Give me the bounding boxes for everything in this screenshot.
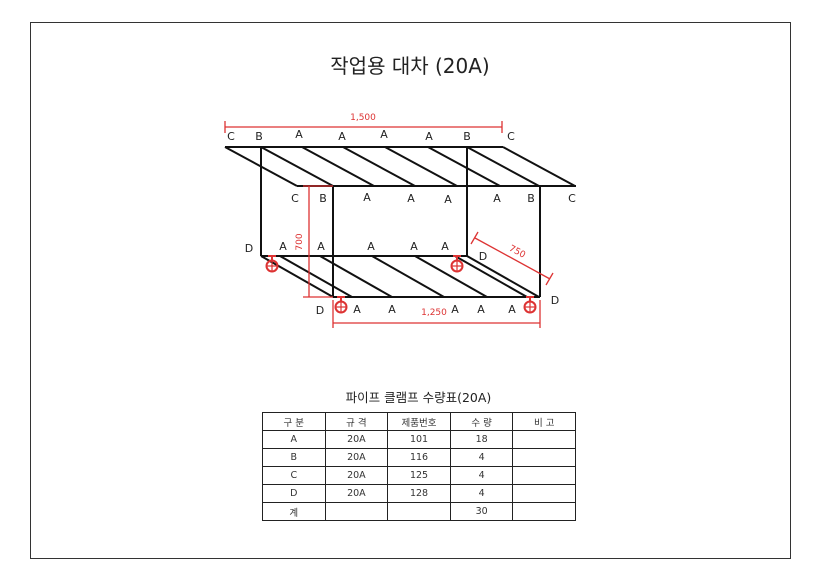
table-cell (324, 502, 389, 521)
cross-pipe (466, 146, 540, 187)
table-row: 계 30 (262, 502, 576, 521)
dim-tick (470, 231, 479, 245)
cross-pipe (384, 146, 458, 187)
header-cell: 수 량 (449, 412, 514, 431)
clamp-label: C (227, 130, 235, 143)
clamp-label: A (493, 192, 501, 205)
header-cell: 비 고 (512, 412, 576, 431)
drawing-frame (30, 22, 791, 559)
table-cell: 20A (324, 448, 389, 467)
header-cell: 구 분 (262, 412, 326, 431)
caster-icon (450, 255, 464, 273)
table-cell (512, 466, 576, 485)
clamp-label: D (479, 250, 487, 263)
cross-pipe (414, 255, 488, 298)
clamp-label: A (367, 240, 375, 253)
clamp-label: A (451, 303, 459, 316)
table-cell: A (262, 430, 326, 449)
table-cell: 계 (262, 502, 326, 521)
dim-depth: 750 (507, 244, 527, 261)
caster-icon (265, 255, 279, 273)
table-cell: 4 (449, 466, 514, 485)
clamp-label: A (317, 240, 325, 253)
clamp-label: A (363, 191, 371, 204)
clamp-label: B (319, 192, 327, 205)
cross-pipe (224, 146, 298, 187)
clamp-label: D (245, 242, 253, 255)
clamp-label: A (425, 130, 433, 143)
dim-tick (545, 272, 554, 286)
table-cell: 101 (387, 430, 451, 449)
clamp-label: A (279, 240, 287, 253)
table-cell: 20A (324, 430, 389, 449)
clamp-label: A (407, 192, 415, 205)
table-cell: D (262, 484, 326, 503)
clamp-label: D (316, 304, 324, 317)
clamp-label: A (353, 303, 361, 316)
pipe-frame (224, 146, 576, 298)
clamp-label: A (338, 130, 346, 143)
cross-pipe (502, 146, 576, 187)
clamp-label: A (444, 193, 452, 206)
clamp-label: A (441, 240, 449, 253)
clamp-label: A (388, 303, 396, 316)
caster-icon (334, 296, 348, 314)
dim-length: 1,500 (350, 113, 376, 123)
table-cell: 30 (449, 502, 514, 521)
clamp-label: C (568, 192, 576, 205)
dim-height: 700 (295, 233, 305, 250)
cross-pipe (279, 255, 353, 298)
clamp-label: A (508, 303, 516, 316)
cross-pipe (342, 146, 416, 187)
table-cell (387, 502, 451, 521)
cross-pipe (371, 255, 445, 298)
clamp-label: A (295, 128, 303, 141)
dim-bottom-length: 1,250 (421, 308, 447, 318)
table-cell: 4 (449, 448, 514, 467)
casters (265, 255, 537, 314)
table-cell: C (262, 466, 326, 485)
clamp-label: B (463, 130, 471, 143)
table-cell: 20A (324, 466, 389, 485)
table-cell: 4 (449, 484, 514, 503)
table-cell: B (262, 448, 326, 467)
header-cell: 제품번호 (387, 412, 451, 431)
cross-pipe (319, 255, 393, 298)
clamp-label: A (477, 303, 485, 316)
cross-pipe (260, 146, 334, 187)
table-cell (512, 484, 576, 503)
clamp-label: D (551, 294, 559, 307)
dim-line (474, 237, 551, 280)
dimension-lines (224, 121, 554, 328)
table-cell: 20A (324, 484, 389, 503)
table-cell (512, 502, 576, 521)
cross-pipe (427, 146, 501, 187)
clamp-label: B (255, 130, 263, 143)
cross-pipe (466, 255, 540, 298)
table-title: 파이프 클램프 수량표(20A) (345, 390, 492, 405)
table-cell (512, 448, 576, 467)
cross-pipe (301, 146, 375, 187)
caster-icon (523, 296, 537, 314)
clamp-label: B (527, 192, 535, 205)
cross-pipe (260, 255, 334, 298)
table-header-row: 구 분 규 격 제품번호 수 량 비 고 (262, 412, 576, 431)
cross-pipe (454, 255, 528, 298)
table-cell: 18 (449, 430, 514, 449)
clamp-label: A (410, 240, 418, 253)
table-cell: 116 (387, 448, 451, 467)
table-cell: 128 (387, 484, 451, 503)
clamp-label: C (507, 130, 515, 143)
drawing-title: 작업용 대차 (20A) (330, 54, 490, 78)
table-cell: 125 (387, 466, 451, 485)
table-cell (512, 430, 576, 449)
clamp-label: C (291, 192, 299, 205)
header-cell: 규 격 (324, 412, 389, 431)
clamp-label: A (380, 128, 388, 141)
